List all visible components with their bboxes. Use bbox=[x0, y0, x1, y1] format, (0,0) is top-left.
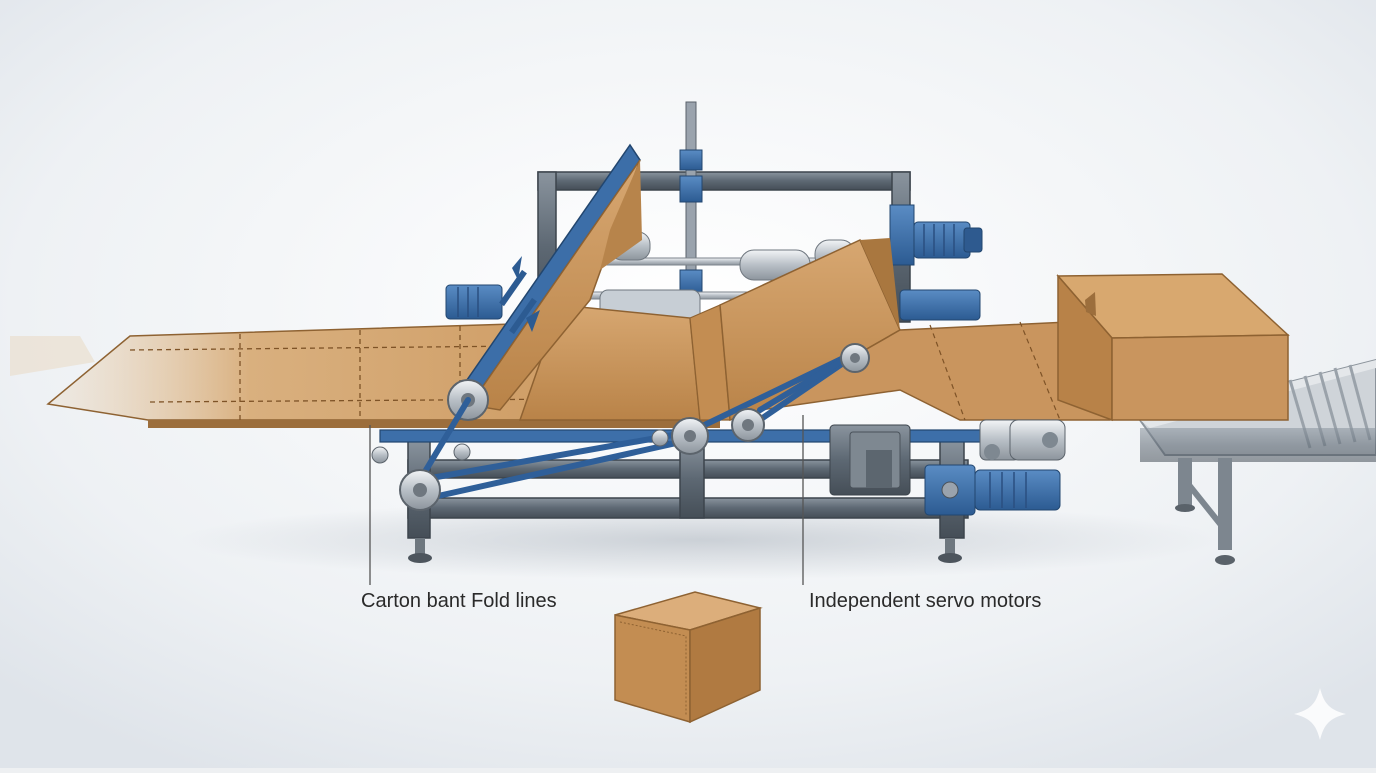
sample-carton-cube bbox=[614, 591, 763, 724]
callout-servo-motors: Independent servo motors bbox=[809, 590, 1042, 612]
double-arrow-icon bbox=[499, 256, 540, 335]
servo-motor-top-right bbox=[889, 204, 983, 321]
sparkle-icon bbox=[1294, 688, 1346, 740]
servo-motors-lower bbox=[829, 419, 1066, 516]
callout-lines bbox=[369, 415, 804, 585]
output-roller-conveyor bbox=[1138, 358, 1376, 565]
carton-being-folded bbox=[518, 238, 1111, 422]
callout-fold-lines: Carton bant Fold lines bbox=[361, 590, 557, 612]
servo-motor-left bbox=[445, 284, 503, 320]
finished-carton-box bbox=[1056, 273, 1290, 422]
belt-pulleys bbox=[371, 343, 870, 511]
